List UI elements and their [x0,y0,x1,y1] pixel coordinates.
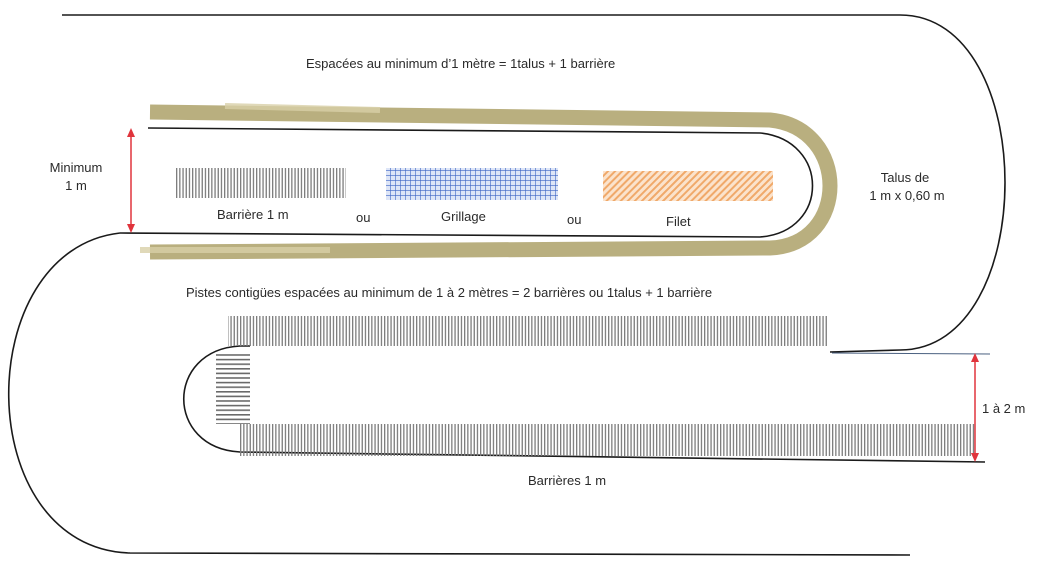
ou-label-1: ou [356,210,371,225]
minimum-label-line2: 1 m [65,178,87,193]
minimum-arrowhead-top [127,128,135,137]
filet-sample [603,171,773,201]
talus-fade-top [224,103,381,113]
barriere-label: Barrière 1 m [217,207,289,222]
inner-track-line-top [119,127,814,238]
barrier-sample [176,168,346,198]
filet-label: Filet [666,214,691,229]
inner-track-line-bottom [182,345,986,463]
minimum-label-line1: Minimum [49,160,103,175]
top-caption: Espacées au minimum d’1 mètre = 1talus +… [306,56,616,71]
minimum-arrowhead-bottom [127,224,135,233]
talus-embankment [149,104,838,260]
talus-label-line1: Talus de [880,170,930,185]
grillage-label: Grillage [441,209,486,224]
barrieres-label: Barrières 1 m [528,473,607,488]
range-arrowhead-bottom [971,453,979,462]
outer-track-line-left [7,232,911,556]
range-guide-line [831,352,991,355]
lower-barrier-row [240,424,976,456]
range-arrowhead-top [971,353,979,362]
range-label: 1 à 2 m [982,401,1026,416]
ou-label-2: ou [567,212,582,227]
grillage-sample [386,168,558,200]
talus-label-line2: 1 m x 0,60 m [869,188,945,203]
middle-caption: Pistes contigües espacées au minimum de … [186,285,713,300]
upper-barrier-row [228,316,828,346]
curve-barrier-stack [216,352,250,424]
outer-track-line [62,14,1006,353]
